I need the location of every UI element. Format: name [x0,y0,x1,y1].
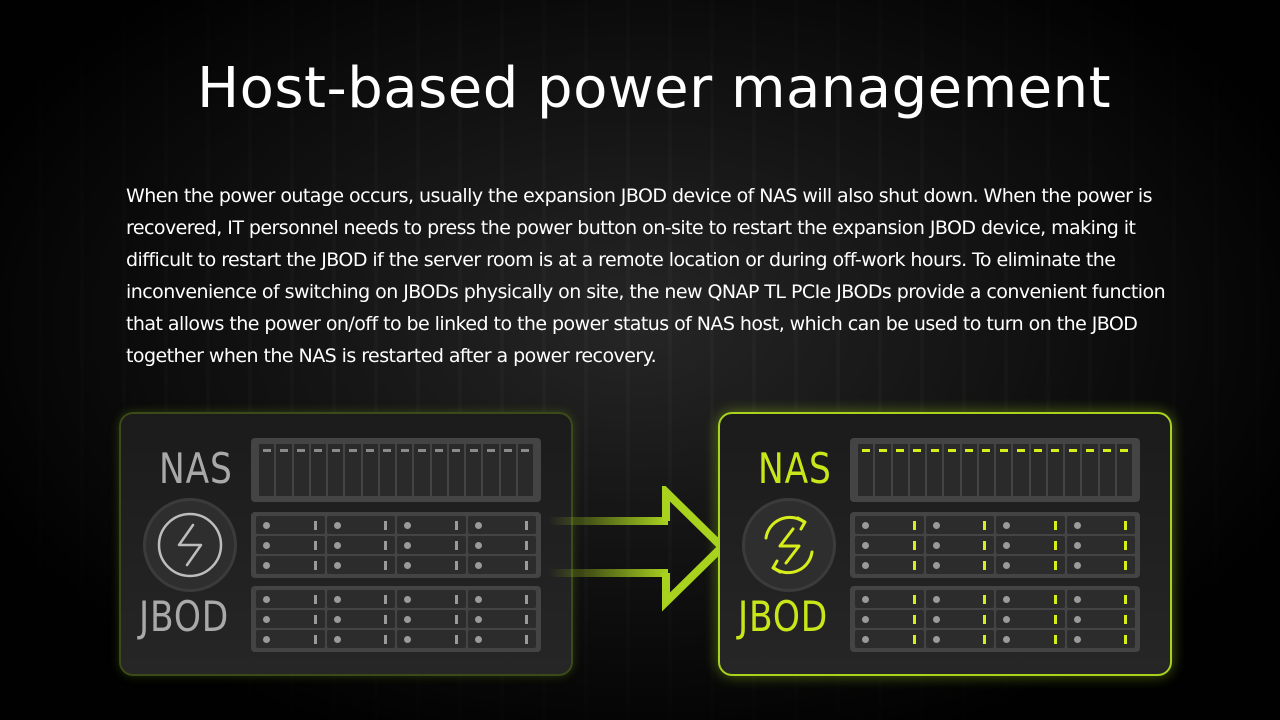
drive-slot [326,590,395,608]
drive-slot [925,630,994,648]
drive-bay [414,444,430,496]
drive-slot [467,516,536,534]
drive-bay [1082,444,1098,496]
drive-slot [855,590,924,608]
drive-bay [500,444,516,496]
jbod-device [251,586,541,652]
power-off-panel: NAS JBOD [119,412,573,676]
drive-slot [855,516,924,534]
drive-slot [925,590,994,608]
drive-bay [944,444,960,496]
drive-bay [293,444,309,496]
drive-bay [927,444,943,496]
power-sync-bolt-icon [764,515,814,575]
drive-slot [855,536,924,554]
drive-slot [1066,516,1135,534]
drive-slot [467,610,536,628]
jbod-device [850,586,1140,652]
drive-bay [517,444,533,496]
drive-slot [256,590,325,608]
drive-slot [996,536,1065,554]
slide-description: When the power outage occurs, usually th… [126,185,1166,367]
drive-slot [397,516,466,534]
drive-slot [1066,630,1135,648]
power-on-panel: NAS JBOD [718,412,1172,676]
drive-slot [397,556,466,574]
drive-slot [467,590,536,608]
drive-slot [996,630,1065,648]
jbod-label: JBOD [738,592,829,641]
drive-bay [1065,444,1081,496]
power-off-indicator [143,498,237,592]
drive-bay [996,444,1012,496]
jbod-label: JBOD [139,592,230,641]
drive-slot [1066,556,1135,574]
drive-slot [467,556,536,574]
drive-bay [875,444,891,496]
drive-slot [467,536,536,554]
drive-slot [855,630,924,648]
drive-bay [1030,444,1046,496]
drive-bay [328,444,344,496]
drive-slot [326,556,395,574]
right-arrow-icon [548,486,728,612]
drive-bay [1116,444,1132,496]
drive-bay [858,444,874,496]
drive-slot [256,630,325,648]
drive-slot [996,610,1065,628]
drive-slot [326,610,395,628]
drive-bay [466,444,482,496]
power-sync-indicator [742,498,836,592]
drive-slot [397,610,466,628]
drive-slot [326,536,395,554]
drive-slot [326,630,395,648]
drive-bay [1013,444,1029,496]
nas-label: NAS [758,444,832,493]
drive-bay [379,444,395,496]
drive-bay [362,444,378,496]
drive-bay [909,444,925,496]
power-off-bolt-icon [157,512,223,578]
drive-bay [397,444,413,496]
drive-bay [1047,444,1063,496]
drive-slot [256,610,325,628]
drive-slot [996,556,1065,574]
drive-bay [448,444,464,496]
drive-bay [310,444,326,496]
drive-slot [925,536,994,554]
drive-slot [256,556,325,574]
drive-slot [1066,610,1135,628]
nas-label: NAS [159,444,233,493]
drive-bay [961,444,977,496]
jbod-device [251,512,541,578]
drive-slot [996,590,1065,608]
drive-slot [925,516,994,534]
drive-bay [276,444,292,496]
drive-bay [978,444,994,496]
drive-slot [855,610,924,628]
drive-bay [259,444,275,496]
drive-slot [1066,590,1135,608]
drive-slot [925,556,994,574]
drive-bay [345,444,361,496]
slide-title: Host-based power management [197,56,1112,121]
drive-slot [397,536,466,554]
drive-slot [855,556,924,574]
nas-device [850,438,1140,502]
drive-slot [996,516,1065,534]
drive-slot [397,630,466,648]
drive-slot [256,536,325,554]
drive-slot [256,516,325,534]
drive-bay [431,444,447,496]
drive-slot [1066,536,1135,554]
drive-bay [892,444,908,496]
drive-slot [925,610,994,628]
drive-slot [397,590,466,608]
nas-device [251,438,541,502]
jbod-device [850,512,1140,578]
drive-slot [467,630,536,648]
drive-bay [1099,444,1115,496]
drive-bay [483,444,499,496]
drive-slot [326,516,395,534]
